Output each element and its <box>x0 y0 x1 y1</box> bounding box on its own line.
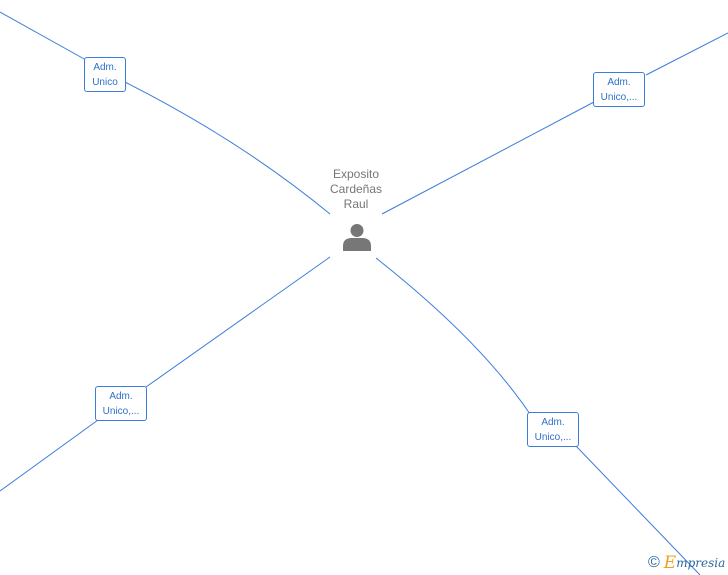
role-title: Adm. <box>93 62 117 73</box>
person-name[interactable]: Exposito Cardeñas Raul <box>300 167 412 212</box>
role-box-bottom-left[interactable]: Adm. Unico,... <box>95 386 147 421</box>
edge-bottom-right-outer <box>575 445 701 575</box>
brand-logo-text: mpresia <box>676 556 726 570</box>
role-title: Adm. <box>109 391 133 402</box>
role-box-bottom-right[interactable]: Adm. Unico,... <box>527 412 579 447</box>
person-name-line-3: Raul <box>343 197 369 211</box>
empresia-watermark[interactable]: © E mpresia <box>648 553 725 573</box>
role-detail: Unico <box>92 77 118 88</box>
edge-top-right-inner <box>381 101 595 215</box>
person-name-line-2: Cardeñas <box>329 182 383 196</box>
role-box-top-left[interactable]: Adm. Unico <box>84 57 126 92</box>
edge-bottom-left-inner <box>145 256 331 388</box>
edge-top-left-outer <box>0 11 87 61</box>
copyright-icon: © <box>648 554 660 571</box>
role-detail: Unico,... <box>102 406 140 417</box>
edge-bottom-right-inner <box>375 257 531 415</box>
role-title: Adm. <box>607 77 631 88</box>
role-title: Adm. <box>541 417 565 428</box>
edge-bottom-left-outer <box>0 419 99 492</box>
role-detail: Unico,... <box>600 92 638 103</box>
edge-top-left-inner <box>124 81 331 215</box>
role-box-top-right[interactable]: Adm. Unico,... <box>593 72 645 107</box>
person-icon[interactable] <box>342 222 372 252</box>
edge-top-right-outer <box>645 32 728 76</box>
brand-logo-e: E <box>663 553 677 573</box>
person-name-line-1: Exposito <box>332 167 380 181</box>
role-detail: Unico,... <box>534 432 572 443</box>
